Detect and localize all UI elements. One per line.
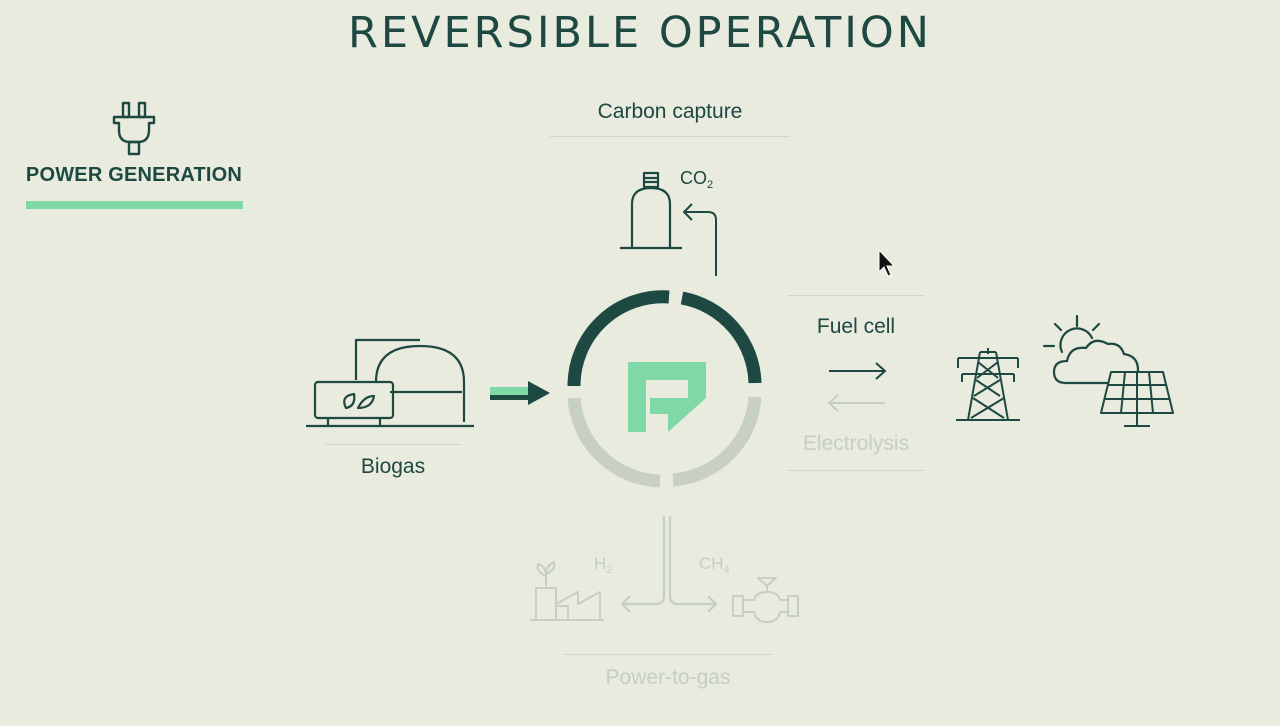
sun-cloud-icon	[1042, 314, 1140, 385]
divider-fuel-cell-top	[788, 295, 924, 296]
cursor-icon	[878, 248, 896, 277]
co2-label: CO2	[680, 168, 714, 191]
process-ring	[567, 290, 762, 488]
fuel-cell-logo-icon	[628, 362, 706, 432]
co2-arrow	[682, 203, 717, 276]
h2-label: H2	[594, 554, 613, 576]
divider-fuel-cell-bottom	[788, 470, 924, 471]
biogas-input-arrow	[490, 381, 550, 405]
power-to-gas-label: Power-to-gas	[605, 666, 731, 689]
mode-label: POWER GENERATION	[25, 164, 243, 186]
factory-icon	[530, 561, 604, 621]
biogas-plant-icon	[306, 338, 474, 428]
plug-icon	[112, 101, 156, 156]
ch4-label: CH4	[699, 554, 730, 576]
divider-power-to-gas	[563, 654, 773, 655]
gas-valve-icon	[732, 577, 799, 623]
co2-cylinder-icon	[620, 171, 682, 250]
power-pylon-icon	[956, 348, 1020, 421]
fuel-cell-label: Fuel cell	[816, 315, 896, 338]
electrolysis-arrow-left	[827, 394, 885, 412]
fuel-cell-arrow-right	[829, 362, 887, 380]
electrolysis-label: Electrolysis	[802, 432, 910, 455]
divider-carbon-capture	[550, 136, 790, 137]
page-title: REVERSIBLE OPERATION	[348, 8, 932, 58]
solar-panel-icon	[1100, 371, 1174, 427]
carbon-capture-label: Carbon capture	[597, 100, 743, 123]
power-generation-tab[interactable]: POWER GENERATION	[16, 96, 252, 209]
biogas-label: Biogas	[360, 455, 426, 478]
mode-active-indicator	[26, 201, 243, 209]
power-to-gas-arrows	[620, 516, 718, 613]
divider-biogas	[325, 444, 461, 445]
